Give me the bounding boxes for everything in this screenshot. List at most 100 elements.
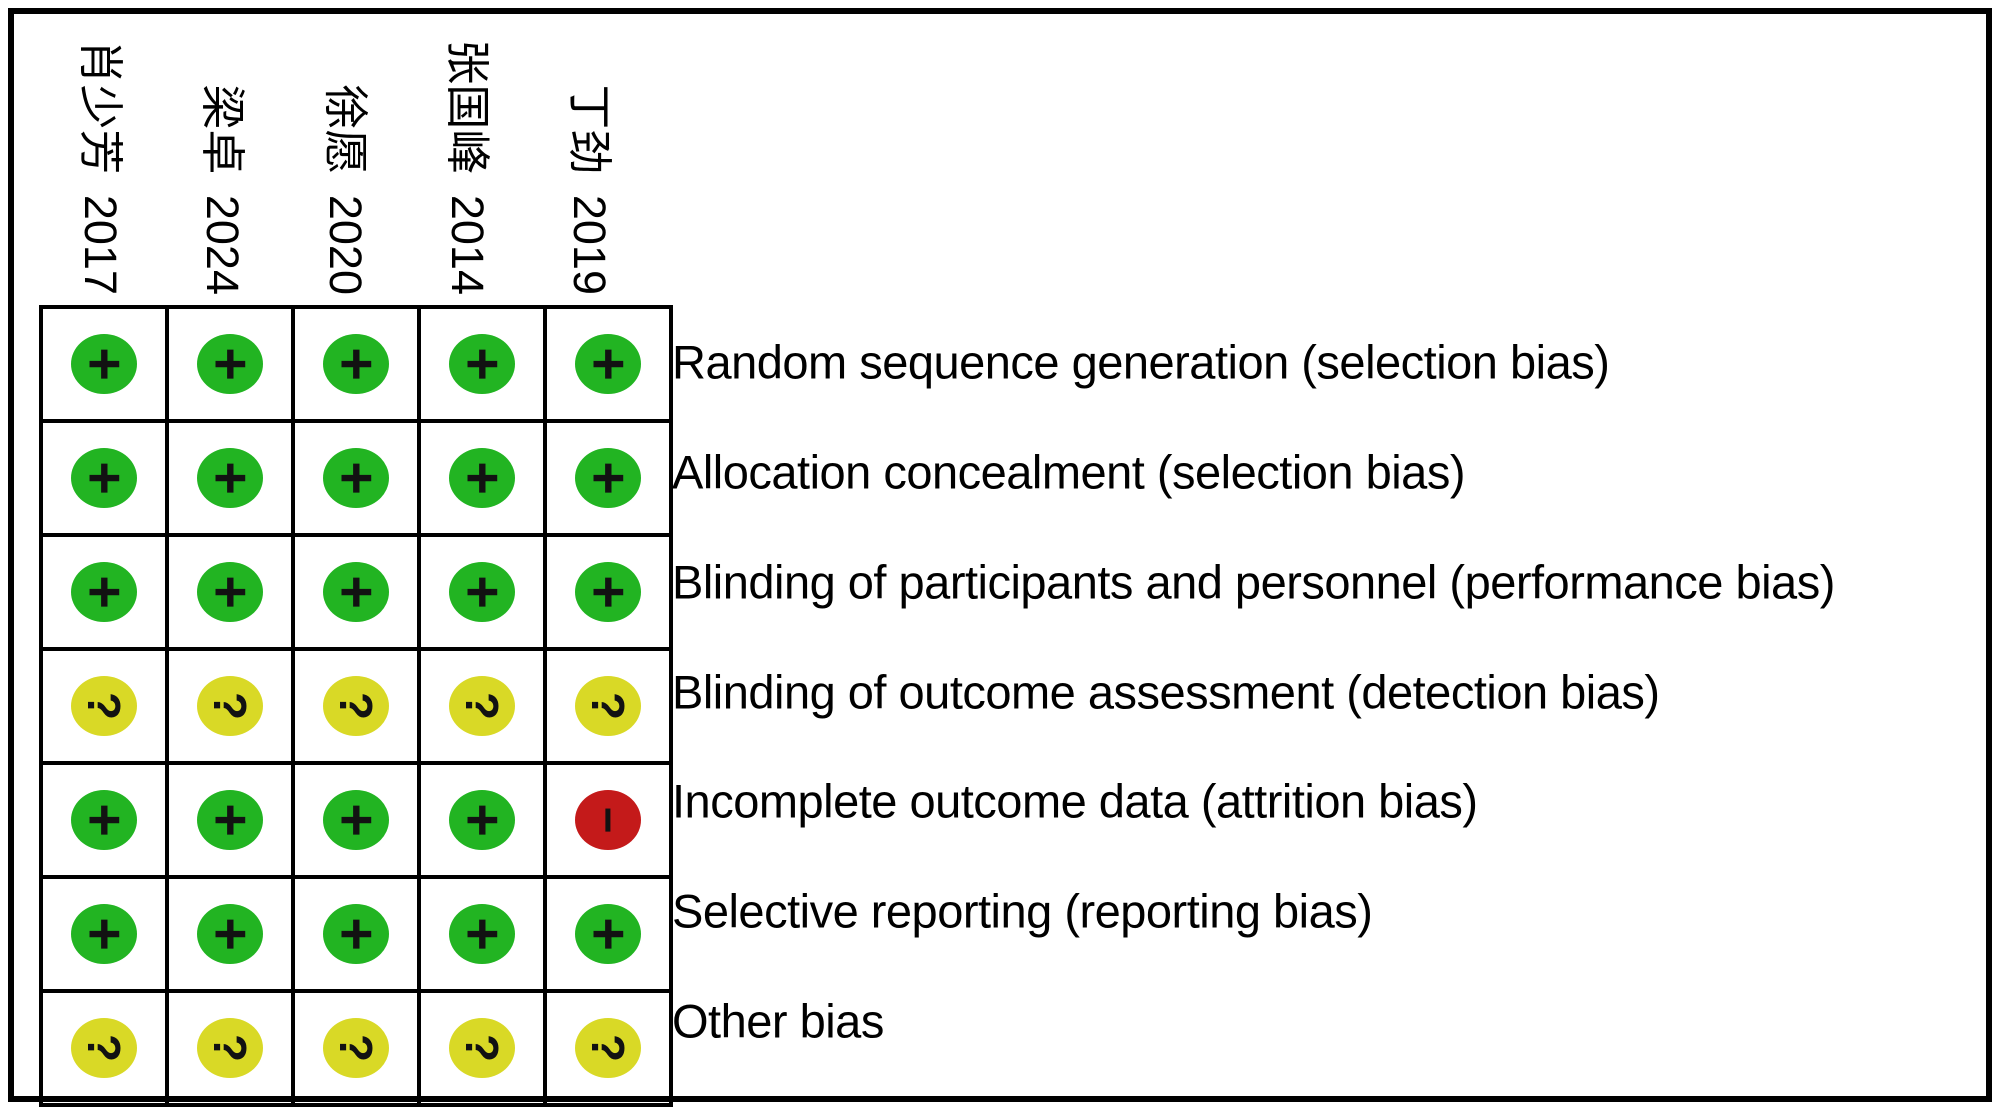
- domain-label: Blinding of participants and personnel (…: [672, 555, 1835, 609]
- plus-icon: +: [324, 347, 389, 381]
- rob-cell: +: [165, 419, 295, 537]
- rob-grid: +++++++++++++++?????++++−+++++?????: [39, 305, 673, 1107]
- judgement-circle-unclear: ?: [575, 1018, 641, 1078]
- rob-grid-row: + + + + −: [39, 761, 673, 879]
- rob-cell: +: [543, 419, 673, 537]
- judgement-circle-low: +: [71, 790, 137, 850]
- question-icon: ?: [455, 691, 508, 721]
- domain-label: Other bias: [672, 994, 884, 1048]
- plus-icon: +: [576, 461, 641, 495]
- plus-icon: +: [198, 575, 263, 609]
- question-icon: ?: [581, 691, 634, 721]
- judgement-circle-low: +: [197, 790, 263, 850]
- judgement-circle-unclear: ?: [71, 1018, 137, 1078]
- plus-icon: +: [72, 461, 137, 495]
- rob-cell: +: [543, 875, 673, 993]
- judgement-circle-low: +: [575, 334, 641, 394]
- rob-cell: ?: [417, 989, 547, 1107]
- judgement-circle-unclear: ?: [323, 676, 389, 736]
- judgement-circle-low: +: [449, 448, 515, 508]
- plus-icon: +: [324, 803, 389, 837]
- figure-border: [8, 8, 1992, 1102]
- plus-icon: +: [72, 803, 137, 837]
- rob-cell: +: [417, 305, 547, 423]
- rob-cell: +: [39, 875, 169, 993]
- plus-icon: +: [450, 575, 515, 609]
- rob-grid-row: ?????: [39, 647, 673, 765]
- judgement-circle-low: +: [449, 562, 515, 622]
- rob-cell: ?: [543, 989, 673, 1107]
- question-icon: ?: [329, 691, 382, 721]
- judgement-circle-unclear: ?: [71, 676, 137, 736]
- rob-cell: +: [39, 305, 169, 423]
- rob-cell: −: [543, 761, 673, 879]
- judgement-circle-low: +: [323, 562, 389, 622]
- rob-cell: ?: [39, 647, 169, 765]
- plus-icon: +: [450, 347, 515, 381]
- plus-icon: +: [324, 461, 389, 495]
- rob-cell: ?: [165, 989, 295, 1107]
- judgement-circle-low: +: [197, 562, 263, 622]
- study-header: 肖少芳 2017: [75, 39, 127, 295]
- plus-icon: +: [72, 917, 137, 951]
- rob-cell: +: [39, 761, 169, 879]
- question-icon: ?: [77, 1033, 130, 1063]
- plus-icon: +: [324, 917, 389, 951]
- judgement-circle-unclear: ?: [449, 1018, 515, 1078]
- judgement-circle-unclear: ?: [197, 1018, 263, 1078]
- question-icon: ?: [329, 1033, 382, 1063]
- judgement-circle-low: +: [197, 334, 263, 394]
- judgement-circle-unclear: ?: [197, 676, 263, 736]
- judgement-circle-low: +: [323, 448, 389, 508]
- judgement-circle-low: +: [71, 562, 137, 622]
- question-icon: ?: [455, 1033, 508, 1063]
- plus-icon: +: [324, 575, 389, 609]
- domain-label: Selective reporting (reporting bias): [672, 884, 1373, 938]
- judgement-circle-low: +: [323, 334, 389, 394]
- judgement-circle-low: +: [197, 904, 263, 964]
- plus-icon: +: [198, 917, 263, 951]
- judgement-circle-unclear: ?: [323, 1018, 389, 1078]
- study-header: 丁劲 2019: [563, 84, 615, 295]
- rob-cell: +: [291, 419, 421, 537]
- judgement-circle-unclear: ?: [575, 676, 641, 736]
- judgement-circle-low: +: [449, 334, 515, 394]
- rob-cell: +: [291, 533, 421, 651]
- judgement-circle-high: −: [575, 790, 641, 850]
- domain-label: Allocation concealment (selection bias): [672, 445, 1465, 499]
- rob-cell: +: [39, 533, 169, 651]
- plus-icon: +: [198, 347, 263, 381]
- judgement-circle-low: +: [197, 448, 263, 508]
- study-header: 梁卓 2024: [197, 84, 249, 295]
- plus-icon: +: [576, 917, 641, 951]
- plus-icon: +: [72, 347, 137, 381]
- judgement-circle-low: +: [575, 904, 641, 964]
- rob-grid-row: +++++: [39, 875, 673, 993]
- rob-grid-row: ?????: [39, 989, 673, 1107]
- judgement-circle-low: +: [575, 448, 641, 508]
- judgement-circle-unclear: ?: [449, 676, 515, 736]
- rob-grid-row: + + + + +: [39, 533, 673, 651]
- rob-cell: +: [417, 533, 547, 651]
- plus-icon: +: [198, 803, 263, 837]
- rob-cell: ?: [165, 647, 295, 765]
- plus-icon: +: [450, 803, 515, 837]
- question-icon: ?: [203, 1033, 256, 1063]
- plus-icon: +: [576, 575, 641, 609]
- study-header: 张国峰 2014: [441, 39, 493, 295]
- judgement-circle-low: +: [71, 904, 137, 964]
- rob-cell: +: [291, 305, 421, 423]
- question-icon: ?: [77, 691, 130, 721]
- minus-icon: −: [582, 806, 634, 834]
- rob-cell: +: [39, 419, 169, 537]
- judgement-circle-low: +: [71, 334, 137, 394]
- plus-icon: +: [72, 575, 137, 609]
- judgement-circle-low: +: [575, 562, 641, 622]
- rob-cell: +: [543, 533, 673, 651]
- domain-label: Incomplete outcome data (attrition bias): [672, 774, 1478, 828]
- rob-cell: ?: [543, 647, 673, 765]
- judgement-circle-low: +: [449, 790, 515, 850]
- rob-cell: +: [165, 305, 295, 423]
- rob-cell: ?: [39, 989, 169, 1107]
- rob-grid-row: + + + + +: [39, 419, 673, 537]
